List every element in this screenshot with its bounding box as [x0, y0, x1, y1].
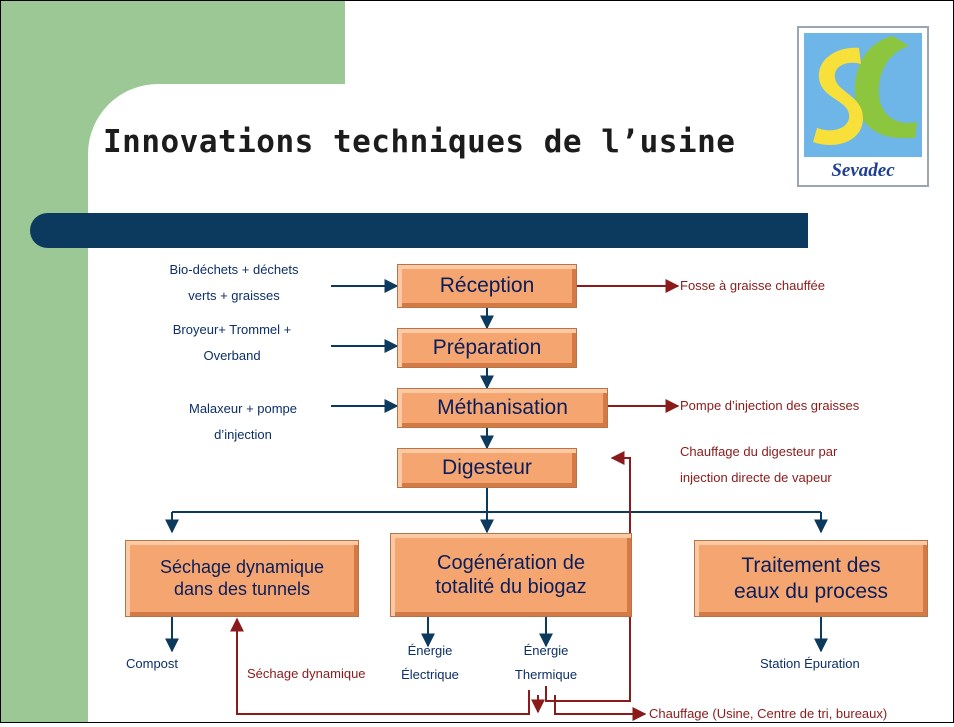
box-sechage: Séchage dynamique dans des tunnels [125, 540, 359, 617]
box-traitement: Traitement des eaux du process [694, 540, 928, 617]
box-methanisation: Méthanisation [397, 388, 608, 428]
sevadec-logo: Sevadec [797, 26, 929, 187]
output-station: Station Épuration [760, 656, 860, 671]
reception-label: Réception [439, 274, 535, 298]
arrow-heat-digesteur [545, 451, 631, 702]
output-compost: Compost [126, 656, 179, 671]
output-fosse: Fosse à graisse chauffée [680, 278, 826, 293]
traitement-label: Traitement des eaux du process [733, 554, 889, 603]
sechage-label: Séchage dynamique dans des tunnels [159, 556, 325, 599]
output-energie-electrique: Énergie Électrique [401, 643, 459, 682]
methanisation-label: Méthanisation [437, 396, 568, 420]
input-malaxeur: Malaxeur + pompe d’injection [188, 401, 298, 442]
logo-text: Sevadec [831, 160, 895, 181]
arrow-heat-chauffage [554, 695, 647, 721]
preparation-label: Préparation [432, 336, 542, 360]
box-reception: Réception [397, 264, 577, 308]
output-chauffage-digesteur: Chauffage du digesteur par injection dir… [680, 444, 838, 485]
title-bar [30, 213, 808, 248]
digesteur-label: Digesteur [442, 456, 532, 480]
output-energie-thermique: Énergie Thermique [514, 643, 578, 682]
output-sechage-dynamique: Séchage dynamique [247, 666, 366, 681]
box-preparation: Préparation [397, 328, 577, 368]
arrow-heat-sechage [230, 617, 530, 715]
slide-title: Innovations techniques de l’usine [103, 124, 736, 160]
box-digesteur: Digesteur [397, 448, 577, 488]
input-broyeur: Broyeur+ Trommel + Overband [172, 322, 292, 363]
input-biodechets: Bio-déchets + déchets verts + graisses [169, 262, 299, 303]
output-chauffage-usine: Chauffage (Usine, Centre de tri, bureaux… [649, 706, 888, 721]
box-cogeneration: Cogénération de totalité du biogaz [390, 533, 632, 617]
output-pompe: Pompe d’injection des graisses [680, 398, 860, 413]
cogeneration-label: Cogénération de totalité du biogaz [435, 552, 587, 598]
